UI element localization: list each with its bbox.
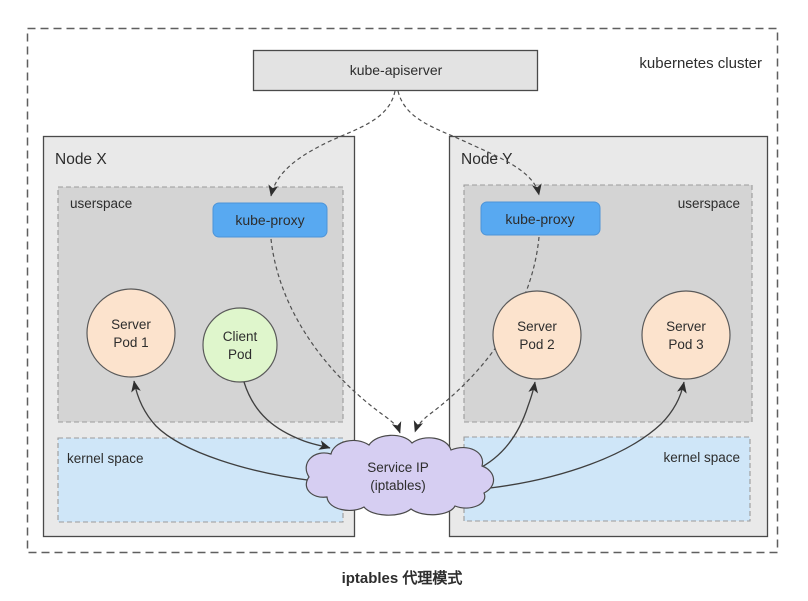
- arrow-service-to-server-pod-1: [131, 380, 316, 482]
- server-pod-1: Server Pod 1: [86, 288, 176, 378]
- node-y-userspace-label: userspace: [678, 196, 740, 211]
- server-pod-2-label-line1: Server: [517, 319, 557, 334]
- server-pod-3-label-line1: Server: [666, 319, 706, 334]
- client-pod: Client Pod: [202, 307, 278, 383]
- service-ip-label-line1: Service IP: [367, 460, 429, 475]
- server-pod-2-label-line2: Pod 2: [519, 337, 554, 352]
- server-pod-1-circle: [86, 288, 176, 378]
- cluster-label: kubernetes cluster: [639, 55, 762, 72]
- server-pod-2: Server Pod 2: [492, 290, 582, 380]
- arrow-client-pod-to-service: [243, 381, 331, 450]
- service-ip-label-line2: (iptables): [370, 478, 426, 493]
- kube-proxy-y-label: kube-proxy: [505, 211, 574, 227]
- node-y-kernel-label: kernel space: [663, 450, 740, 465]
- arrow-proxy-x-to-service: [270, 238, 402, 434]
- server-pod-1-label-line1: Server: [111, 317, 151, 332]
- kube-proxy-x-box: [212, 202, 328, 238]
- kube-proxy-y-box: [480, 201, 601, 236]
- node-y-kernel-box: [463, 436, 751, 522]
- arrow-service-to-server-pod-3: [489, 381, 687, 489]
- kube-proxy-x: kube-proxy: [212, 202, 328, 238]
- kube-proxy-x-label: kube-proxy: [235, 212, 304, 228]
- service-ip-cloud-shape: [305, 434, 495, 516]
- server-pod-3-circle: [641, 290, 731, 380]
- arrow-apiserver-to-proxy-y: [397, 90, 542, 196]
- node-y-label: Node Y: [461, 151, 512, 168]
- node-x-userspace-label: userspace: [70, 196, 132, 211]
- service-ip-cloud: Service IP (iptables): [305, 434, 495, 516]
- diagram-caption: iptables 代理模式: [342, 569, 463, 587]
- kube-apiserver-label: kube-apiserver: [350, 62, 443, 78]
- arrow-service-to-server-pod-2: [475, 381, 539, 471]
- kube-apiserver-box: [252, 49, 539, 92]
- node-x-kernel-label: kernel space: [67, 451, 144, 466]
- client-pod-label-line2: Pod: [228, 347, 252, 362]
- server-pod-3: Server Pod 3: [641, 290, 731, 380]
- client-pod-circle: [202, 307, 278, 383]
- server-pod-2-circle: [492, 290, 582, 380]
- node-x-label: Node X: [55, 151, 107, 168]
- client-pod-label-line1: Client: [223, 329, 258, 344]
- kube-proxy-y: kube-proxy: [480, 201, 601, 236]
- arrow-apiserver-to-proxy-x: [268, 90, 396, 197]
- server-pod-1-label-line2: Pod 1: [113, 335, 148, 350]
- arrow-proxy-y-to-service: [413, 236, 540, 433]
- node-x-kernel-box: [57, 437, 344, 523]
- server-pod-3-label-line2: Pod 3: [668, 337, 703, 352]
